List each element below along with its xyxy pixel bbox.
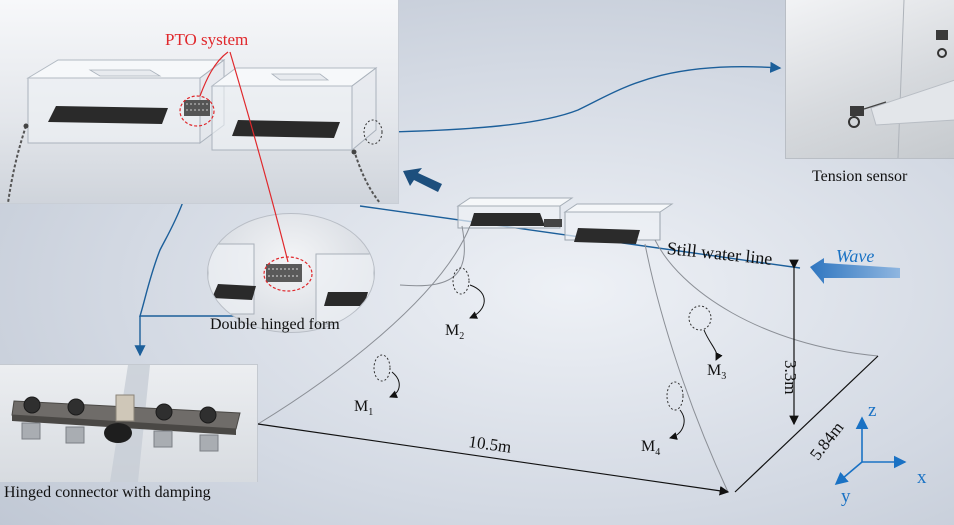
hinged-connector-label: Hinged connector with damping xyxy=(4,484,211,501)
double-hinged-form-label: Double hinged form xyxy=(210,316,340,333)
double-hinged-detail xyxy=(207,213,375,333)
pto-highlight-ellipse xyxy=(179,95,215,127)
wave-arrow xyxy=(810,258,900,284)
mooring-label-m3: M3 xyxy=(707,362,727,383)
sensor-hook-top xyxy=(936,30,948,58)
sensor-hook-bottom xyxy=(848,101,887,128)
sensor-location-ellipse xyxy=(363,119,383,145)
pto-system-label: PTO system xyxy=(165,30,249,49)
floating-device-center xyxy=(456,197,674,244)
mooring-line-m2 xyxy=(399,225,465,287)
dim-width-line xyxy=(734,355,879,493)
marker-m4-ellipse xyxy=(666,381,684,411)
axis-z-label: z xyxy=(868,400,877,421)
marker-m3-ellipse xyxy=(688,305,712,331)
axis-triad xyxy=(834,416,907,486)
connector-to-sensor xyxy=(387,61,782,133)
zoom-arrow xyxy=(403,168,442,192)
mooring-label-m4: M4 xyxy=(641,438,661,459)
marker-m2-ellipse xyxy=(452,267,470,295)
tension-sensor-svg xyxy=(848,0,954,158)
double-hinged-svg xyxy=(208,243,374,325)
dim-length-line xyxy=(248,418,730,496)
hinged-connector-svg xyxy=(11,365,241,482)
mooring-line-m1 xyxy=(257,225,471,425)
mooring-label-m2: M2 xyxy=(445,322,465,343)
tension-sensor-panel xyxy=(785,0,954,159)
wave-label: Wave xyxy=(836,246,875,266)
axis-y-label: y xyxy=(841,486,851,507)
device-closeup-panel xyxy=(0,0,399,204)
axis-x-label: x xyxy=(917,467,927,488)
mooring-label-m1: M1 xyxy=(354,398,374,419)
mooring-line-m3 xyxy=(654,239,879,357)
hinged-connector-panel xyxy=(0,364,258,482)
dim-depth-label: 3.3m xyxy=(781,360,800,395)
tension-sensor-label: Tension sensor xyxy=(812,168,908,185)
marker-m1-ellipse xyxy=(373,354,391,382)
